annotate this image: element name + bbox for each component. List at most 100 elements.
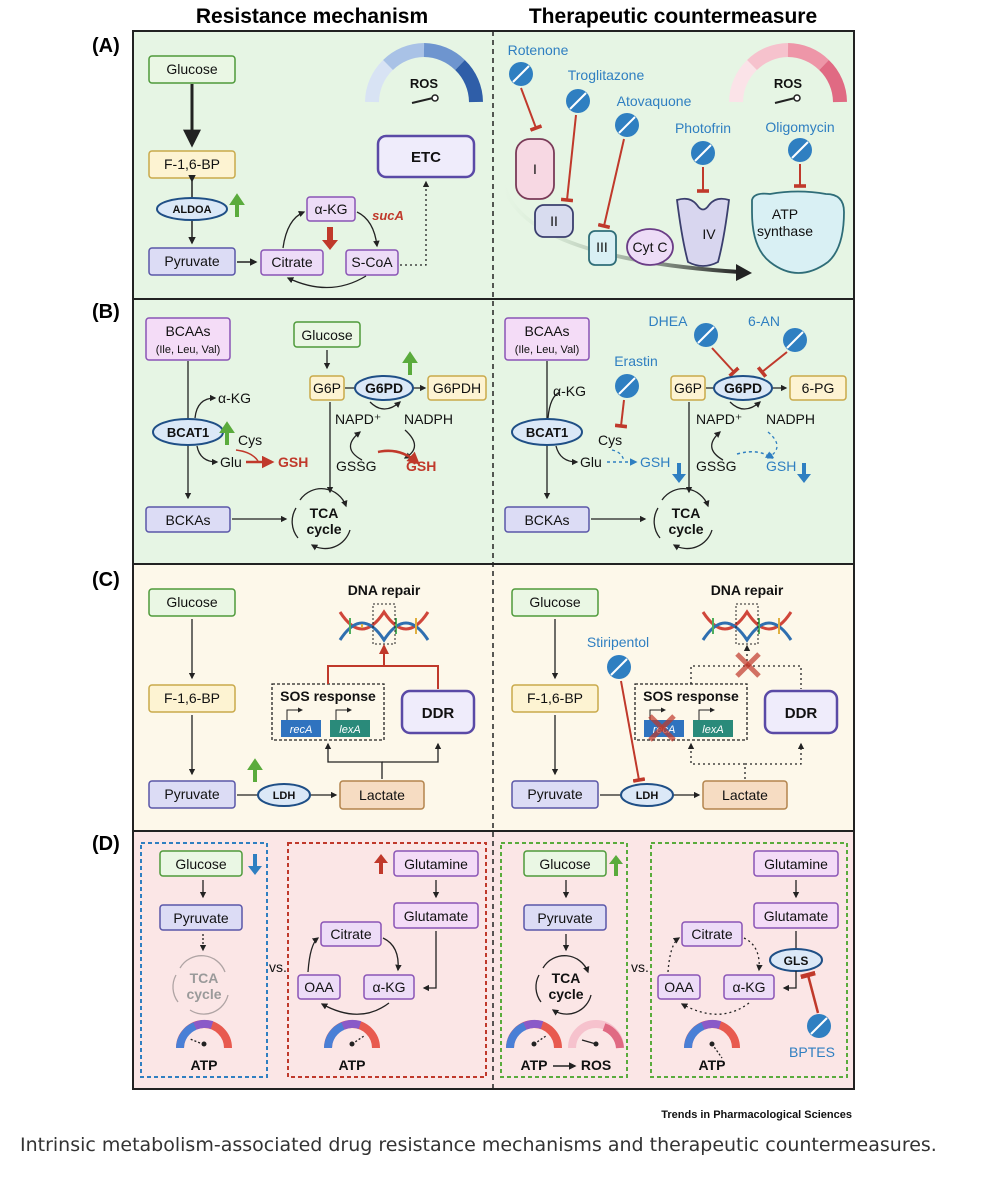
6an-label: 6-AN	[748, 313, 780, 329]
reca-label: recA	[290, 724, 313, 736]
sos-label-r: SOS response	[643, 688, 739, 704]
panel-label-a: (A)	[92, 35, 120, 57]
etc-box	[376, 134, 476, 179]
ldh-label-r: LDH	[636, 790, 659, 802]
oligomycin-pill-icon	[788, 138, 812, 162]
g6p-box	[309, 375, 345, 401]
glucose-label-b: Glucose	[301, 327, 353, 343]
tca-faded-label-1: TCA	[190, 970, 219, 986]
6pg-box	[789, 375, 847, 401]
f16bp-label-c: F-1,6-BP	[164, 690, 220, 706]
lexa-gene	[330, 720, 370, 737]
glutamate-label-d2: Glutamate	[404, 908, 469, 924]
tca-label-1: TCA	[310, 505, 339, 521]
dna-repair-label: DNA repair	[348, 582, 421, 598]
up-arrow-icon	[219, 421, 235, 445]
dna-helix-icon	[338, 603, 430, 645]
gssg-label-r: GSSG	[696, 458, 736, 474]
complex-ii-label: II	[550, 213, 558, 229]
suca-label: sucA	[372, 208, 404, 223]
bcaas-sub-label: (Ile, Leu, Val)	[156, 344, 221, 356]
g6pd-label: G6PD	[365, 380, 403, 396]
panel-label-c: (C)	[92, 569, 120, 591]
erastin-pill-icon	[615, 374, 639, 398]
lexa-label: lexA	[339, 724, 360, 736]
gsh-label-2: GSH	[406, 458, 436, 474]
complex-i-label: I	[533, 161, 537, 177]
nadph-label-r: NADPH	[766, 411, 815, 427]
cys-label: Cys	[238, 432, 262, 448]
cys-label-r: Cys	[598, 432, 622, 448]
pyruvate-label-c: Pyruvate	[164, 786, 219, 802]
bcaas-sub-label-r: (Ile, Leu, Val)	[515, 344, 580, 356]
bckas-box-r	[504, 506, 590, 533]
reca-gene	[281, 720, 321, 737]
g6pdh-box	[427, 375, 487, 401]
g6p-box-r	[670, 375, 706, 401]
ros-label-d3: ROS	[581, 1057, 611, 1073]
atovaquone-label: Atovaquone	[617, 93, 692, 109]
pyruvate-label-d1: Pyruvate	[173, 910, 228, 926]
gssg-label: GSSG	[336, 458, 376, 474]
pyruvate-box	[148, 247, 236, 276]
up-arrow-icon	[229, 193, 245, 217]
ros-gauge-icon	[365, 43, 483, 104]
tca-cycle-icon	[291, 488, 351, 551]
bcaas-box	[145, 317, 231, 361]
down-arrow-icon	[322, 227, 338, 250]
akg-label-d4: α-KG	[733, 979, 766, 995]
tca-label-d3-2: cycle	[548, 986, 583, 1002]
up-arrow-icon	[247, 758, 263, 782]
atp-synthase-label-2: synthase	[757, 223, 813, 239]
panel-c-right: Glucose F-1,6-BP Pyruvate LDH Stiripento…	[511, 582, 839, 810]
complex-iv	[676, 197, 730, 267]
lactate-box-r	[702, 780, 788, 810]
f16bp-box-c	[148, 684, 236, 713]
bcat1-enzyme-r	[511, 418, 583, 446]
stiripentol-label: Stiripentol	[587, 634, 649, 650]
atp-label-d3: ATP	[521, 1057, 548, 1073]
ddr-label-r: DDR	[785, 705, 818, 722]
glucose-label: Glucose	[166, 61, 218, 77]
nadp-label-r: NAPD⁺	[696, 411, 742, 427]
cyt-c-label: Cyt C	[633, 239, 668, 255]
d-box-4	[650, 842, 848, 1078]
panel-b-left: BCAAs (Ile, Leu, Val) BCAT1 α-KG Cys Glu…	[145, 317, 487, 551]
down-arrow-icon	[672, 463, 686, 483]
tca-faded-label-2: cycle	[186, 986, 221, 1002]
akg-box	[306, 196, 356, 222]
tca-label-r1: TCA	[672, 505, 701, 521]
sos-label: SOS response	[280, 688, 376, 704]
vs-label-1: vs.	[269, 959, 287, 975]
6pg-label: 6-PG	[802, 380, 835, 396]
up-arrow-icon	[609, 855, 623, 876]
panel-a-left: Glucose F-1,6-BP ALDOA Pyruvate Citrate …	[148, 43, 483, 289]
photofrin-label: Photofrin	[675, 120, 731, 136]
cyt-c	[626, 228, 674, 266]
atp-gauge-icon	[506, 1019, 562, 1049]
dna-repair-label-r: DNA repair	[711, 582, 784, 598]
atp-gauge-icon	[324, 1019, 380, 1049]
d-box-3	[500, 842, 628, 1078]
tca-cycle-icon-d3	[535, 955, 592, 1016]
lactate-label: Lactate	[359, 787, 405, 803]
atp-label-d1: ATP	[191, 1057, 218, 1073]
panel-c-left: Glucose F-1,6-BP Pyruvate LDH Lactate SO…	[148, 582, 476, 810]
glucose-label-cr: Glucose	[529, 594, 581, 610]
glucose-box-b	[293, 321, 361, 348]
f16bp-label-cr: F-1,6-BP	[527, 690, 583, 706]
lactate-label-r: Lactate	[722, 787, 768, 803]
erastin-label: Erastin	[614, 353, 658, 369]
gsh-label-r2: GSH	[766, 458, 796, 474]
troglitazone-pill-icon	[566, 89, 590, 113]
stiripentol-pill-icon	[607, 655, 631, 679]
photofrin-pill-icon	[691, 141, 715, 165]
d-box-1	[140, 842, 268, 1078]
dhea-pill-icon	[694, 323, 718, 347]
f16bp-box-cr	[511, 684, 599, 713]
nadph-label: NADPH	[404, 411, 453, 427]
troglitazone-label: Troglitazone	[568, 67, 645, 83]
panel-a-bg	[132, 30, 855, 300]
ros-label: ROS	[410, 76, 439, 91]
